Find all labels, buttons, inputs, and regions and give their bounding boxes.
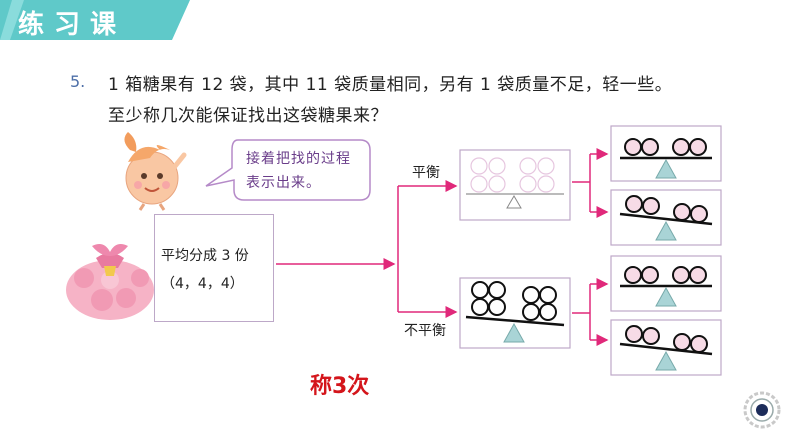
speech-bubble [205,139,371,201]
question-number: 5. [70,72,86,91]
start-box: 平均分成 3 份 （4，4，4） [154,214,274,322]
label-unbalanced: 不平衡 [404,323,446,339]
start-box-line-1: 平均分成 3 份 [161,248,249,264]
header-banner [0,0,190,40]
start-box-line-2: （4，4，4） [161,276,244,292]
balanced-scale-box [459,149,571,221]
result-scale-2 [610,189,722,246]
girl-mascot-icon [124,132,187,211]
nav-button-icon[interactable] [742,390,782,430]
candy-bag-icon [66,244,154,320]
result-scale-3 [610,255,722,312]
label-balanced: 平衡 [412,165,440,181]
page-title: 练习课 [18,10,127,40]
speech-bubble-text: 接着把找的过程表示出来。 [246,151,351,191]
question-line-1: 1 箱糖果有 12 袋，其中 11 袋质量相同，另有 1 袋质量不足，轻一些。 [108,75,673,95]
unbalanced-scale-box [459,277,571,349]
question-line-2: 至少称几次能保证找出这袋糖果来？ [108,106,388,126]
answer-text: 称3次 [310,374,370,399]
result-scale-4 [610,319,722,376]
result-scale-1 [610,125,722,182]
